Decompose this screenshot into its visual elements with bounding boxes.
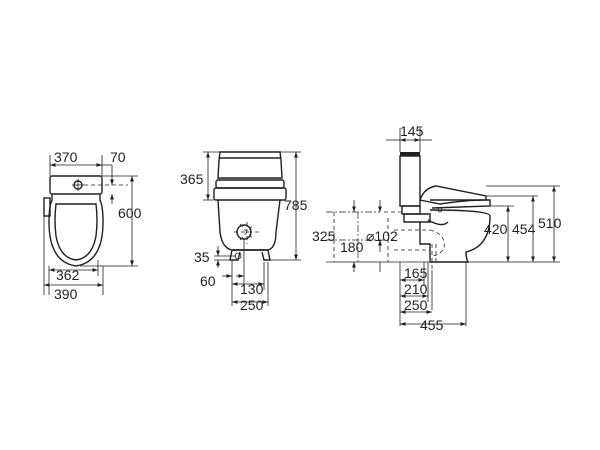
dim-side-210: 210	[404, 281, 428, 297]
dim-side-bowl-rim-height: 420	[484, 221, 508, 237]
dim-side-outlet-axis: 180	[340, 239, 364, 255]
dim-front-overall-height: 785	[284, 197, 308, 213]
dim-front-inlet-height: 35	[194, 249, 210, 265]
dim-top-offset: 70	[110, 149, 126, 165]
front-view-outline	[213, 151, 287, 261]
dim-side-tank-depth: 145	[400, 123, 424, 139]
dim-front-inlet-offset: 60	[200, 273, 216, 289]
side-view-dimension-lines	[326, 128, 560, 326]
dim-top-inner-width: 362	[56, 267, 80, 283]
dim-top-depth: 600	[118, 205, 142, 221]
front-view-dimension-lines	[203, 151, 301, 306]
side-view-outline	[326, 152, 491, 270]
front-view: 365 785 35 60 130 250	[180, 151, 308, 313]
dim-side-outlet-height: 325	[312, 228, 336, 244]
side-view: 145 325 180 ⌀102 420 454 510 165 210 250…	[312, 123, 562, 333]
dim-top-width: 370	[54, 149, 78, 165]
top-view-dimension-lines	[43, 155, 138, 295]
dim-side-250: 250	[404, 297, 428, 313]
dim-side-165: 165	[404, 265, 428, 281]
dim-front-tank-height: 365	[180, 171, 204, 187]
dim-side-outlet-diameter: ⌀102	[366, 228, 398, 244]
dim-side-455: 455	[420, 317, 444, 333]
top-view-outline	[43, 175, 128, 267]
top-view: 370 70 600 362 390	[43, 149, 142, 302]
dim-front-base-width: 250	[240, 297, 264, 313]
dim-front-center-offset: 130	[240, 281, 264, 297]
dim-side-seat-height: 454	[512, 221, 536, 237]
dim-side-lid-height: 510	[538, 215, 562, 231]
dim-top-overall-width: 390	[54, 286, 78, 302]
